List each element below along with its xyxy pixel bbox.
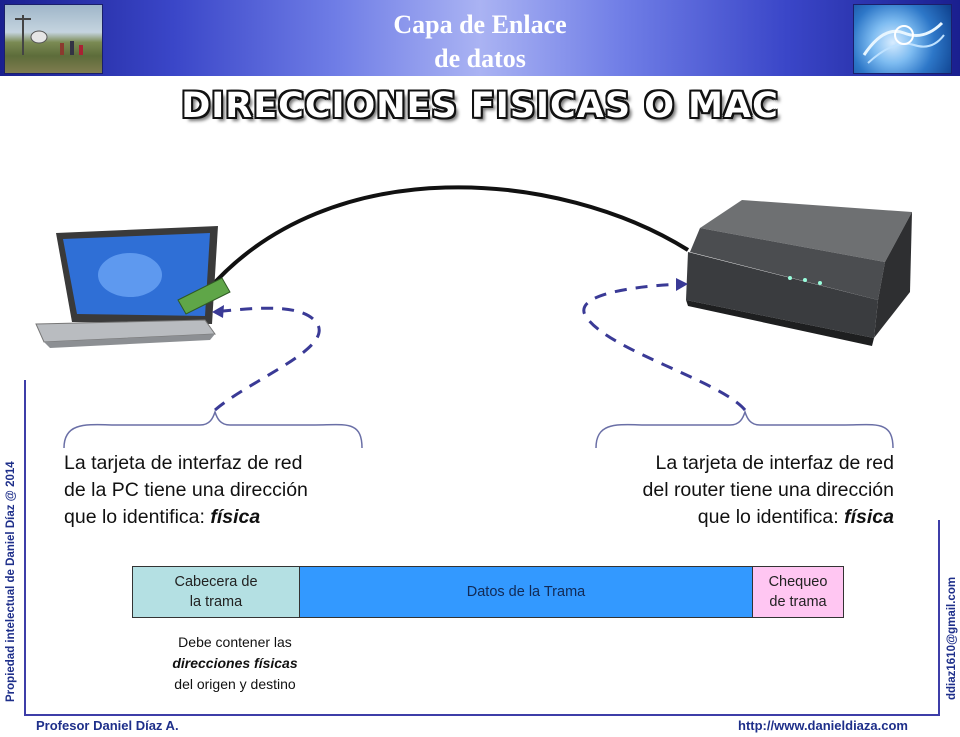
network-cable [206, 185, 690, 292]
left-arrowhead [212, 305, 224, 318]
right-border-line [938, 520, 940, 716]
header-title-line2: de datos [434, 44, 526, 73]
header-title-line1: Capa de Enlace [393, 10, 567, 39]
left-dashed-arrow [211, 306, 321, 412]
page-title: DIRECCIONES FISICAS O MAC [181, 86, 779, 126]
bottom-border-line [24, 714, 940, 716]
laptop-with-nic-card-icon [35, 226, 231, 348]
footer-website-link[interactable]: http://www.danieldiaza.com [738, 718, 908, 733]
copyright-vertical-text: Propiedad intelectual de Daniel Díaz @ 2… [5, 461, 17, 702]
left-nic-description: La tarjeta de interfaz de red de la PC t… [64, 452, 308, 528]
left-brace [63, 409, 363, 449]
left-border-line [24, 380, 26, 715]
footer-author: Profesor Daniel Díaz A. [36, 718, 179, 733]
right-dashed-arrow [582, 282, 747, 411]
header-bar: Capa de Enlace de datos [0, 0, 960, 76]
email-vertical-text: ddiaz1610@gmail.com [946, 576, 958, 700]
digital-hand-icon [853, 4, 952, 74]
frame-header-note: Debe contener las direcciones físicas de… [172, 634, 298, 692]
right-arrowhead [676, 278, 688, 291]
cisco-router-icon [686, 200, 912, 346]
emphasis-fisica: física [844, 506, 894, 528]
right-nic-description: La tarjeta de interfaz de red del router… [642, 452, 895, 528]
right-brace [595, 409, 894, 449]
village-antenna-photo-icon [4, 4, 103, 74]
frame-data-cell: Datos de la Trama [299, 566, 753, 618]
emphasis-fisica: física [210, 506, 261, 528]
